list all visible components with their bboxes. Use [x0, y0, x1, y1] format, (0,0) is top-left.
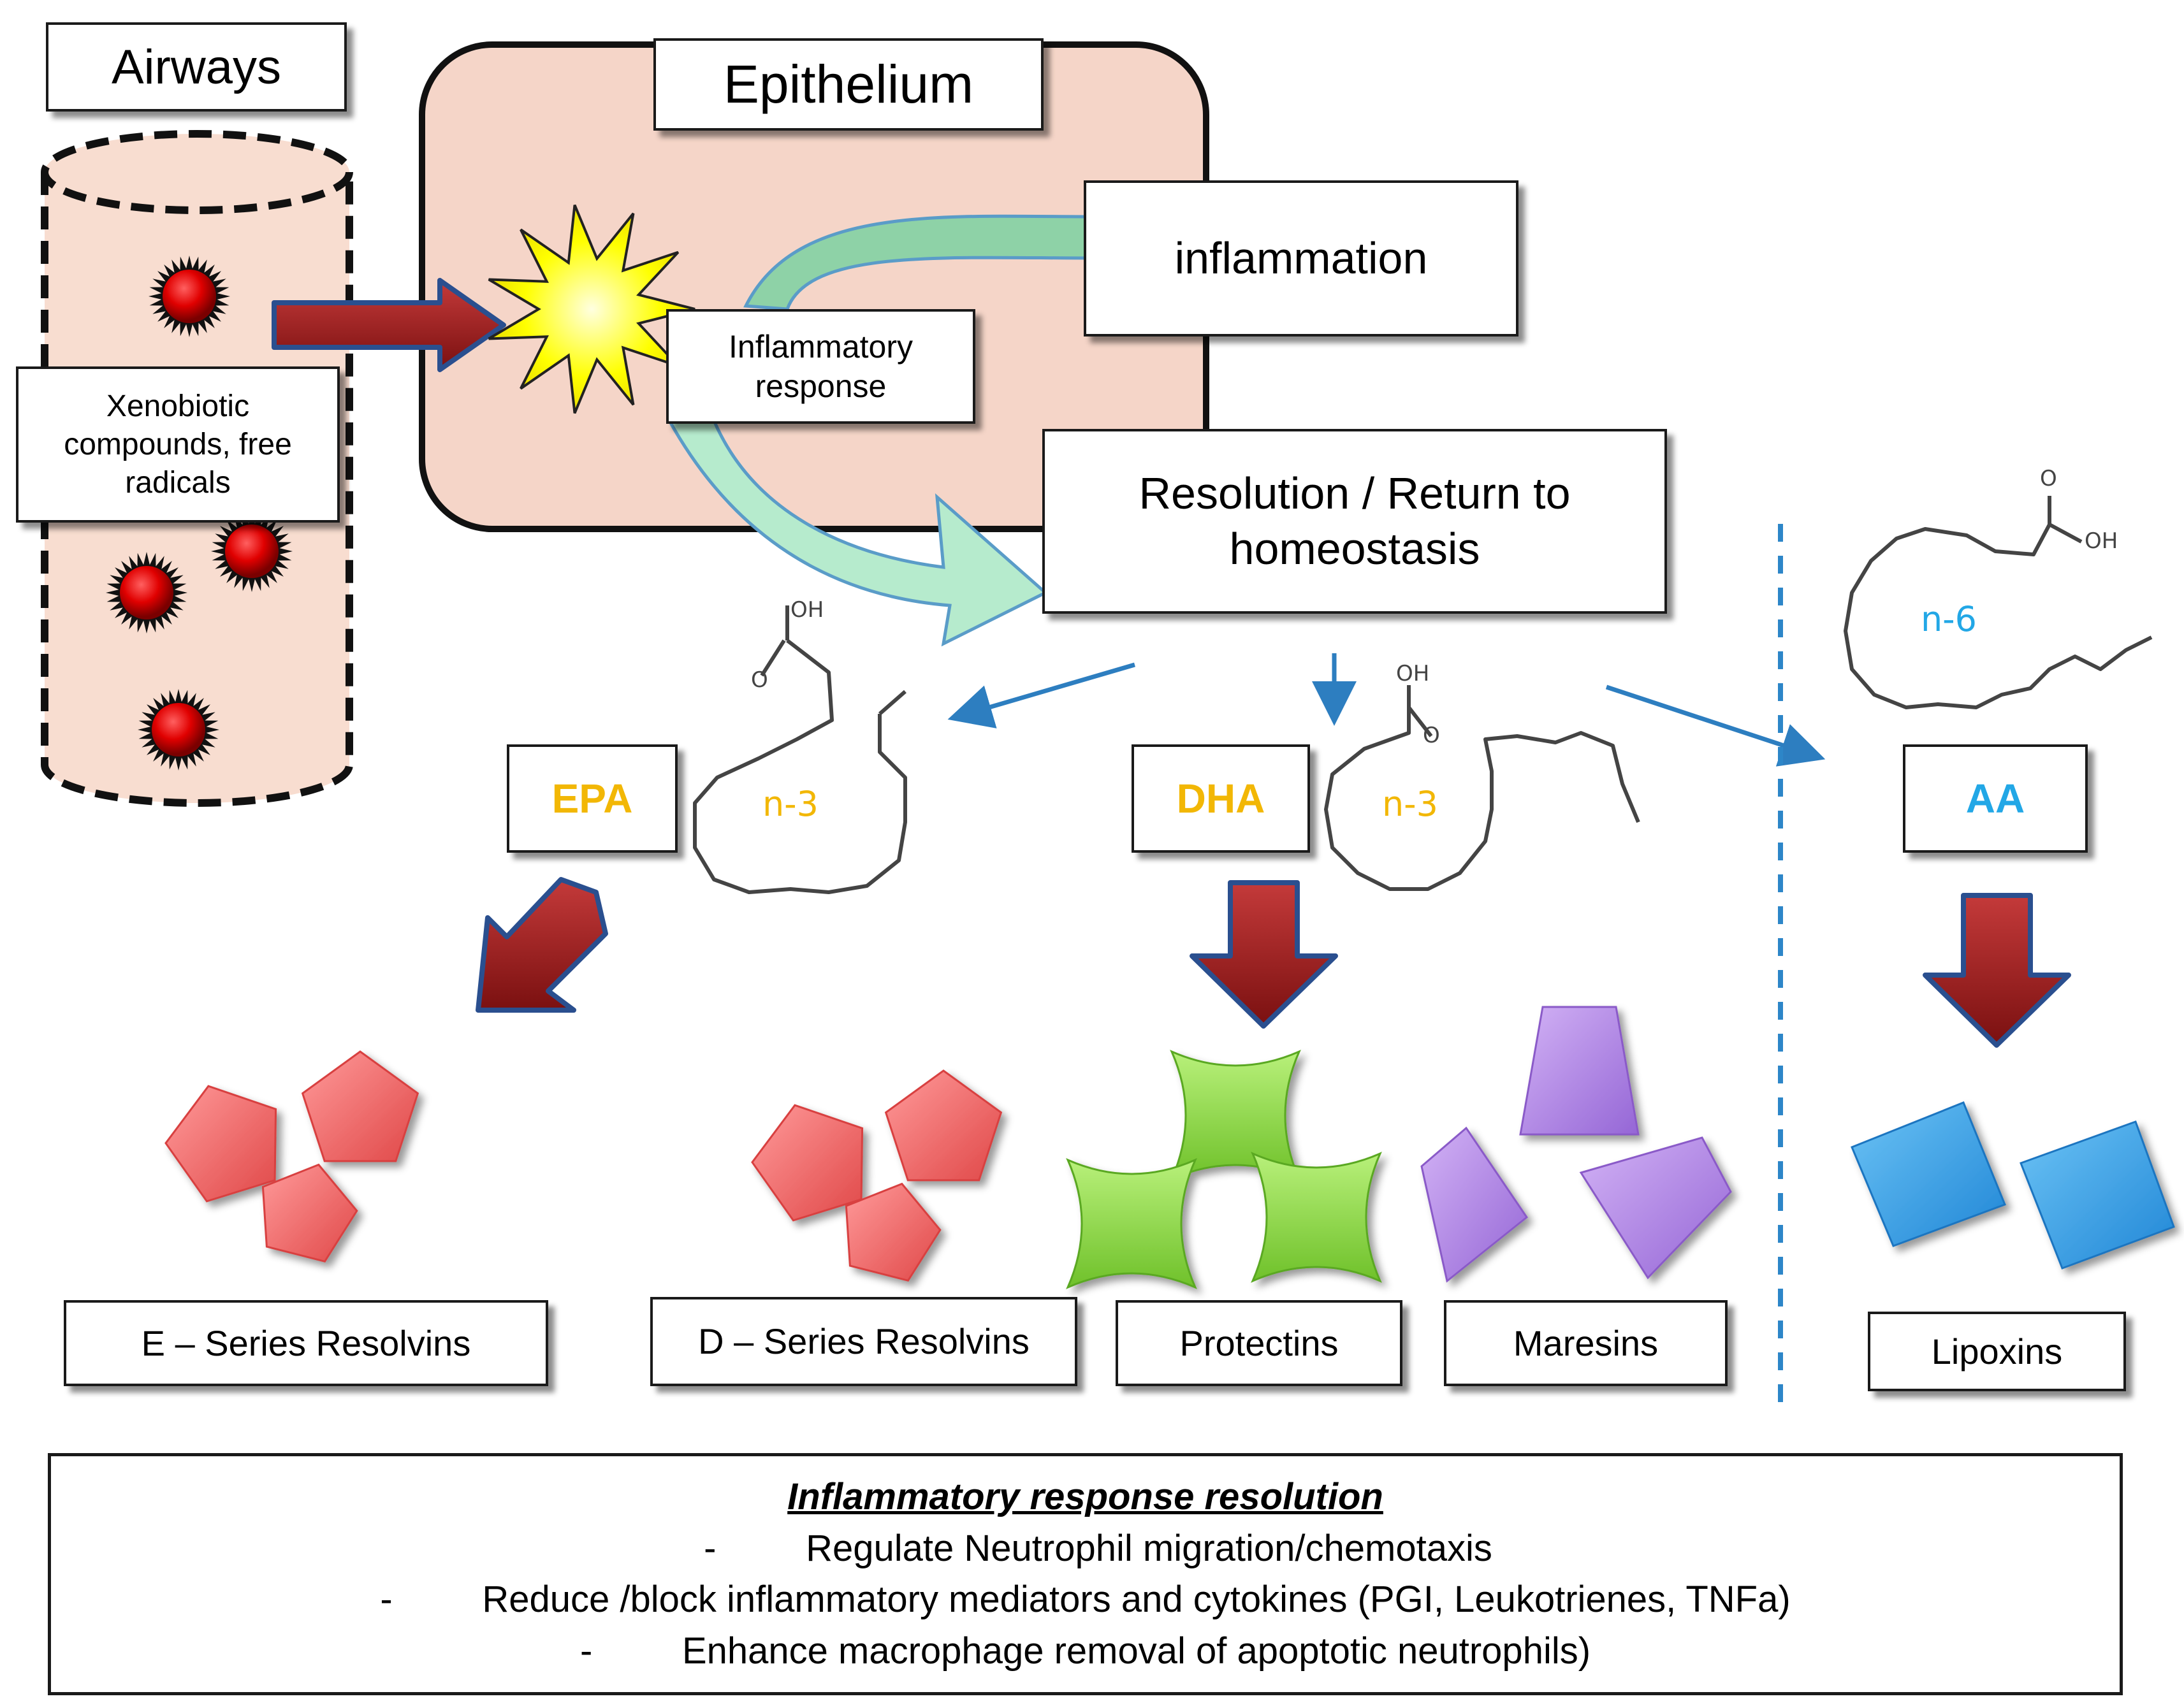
dha-structure [1324, 685, 1640, 891]
aa-label: AA [1903, 744, 2088, 853]
summary-line-3: -Enhance macrophage removal of apoptotic… [579, 1630, 1591, 1672]
free-radical-particle [225, 525, 279, 578]
free-radical-particle [163, 270, 216, 323]
epa-to-e-resolvins-arrow [476, 877, 608, 1013]
resolvin-pentagon [845, 1182, 942, 1282]
free-radical-particle [152, 703, 205, 756]
aa-family-label: n-6 [1921, 599, 1977, 639]
aa-to-lipoxins-arrow [1923, 893, 2071, 1048]
d-series-resolvins-label: D – Series Resolvins [650, 1297, 1077, 1386]
airways-title: Airways [46, 22, 347, 112]
maresins-label: Maresins [1444, 1300, 1728, 1386]
epa-label: EPA [507, 744, 678, 853]
resolvin-pentagon [884, 1069, 1003, 1182]
d-resolvin-pentagons [751, 1069, 1003, 1282]
inflammation-box: inflammation [1084, 180, 1518, 337]
resolvin-pentagon [301, 1050, 419, 1162]
dha-to-mediators-arrow [1190, 880, 1338, 1029]
aa-o-label: O [2040, 466, 2057, 491]
e-series-resolvins-label: E – Series Resolvins [64, 1300, 548, 1386]
summary-line-1: -Regulate Neutrophil migration/chemotaxi… [704, 1527, 1492, 1569]
protectin-cross [1066, 1158, 1197, 1289]
protectin-cross [1251, 1152, 1382, 1283]
pathway-arrows [947, 653, 1826, 767]
dha-family-label: n-3 [1382, 784, 1438, 824]
inflammatory-burst-icon [488, 204, 695, 414]
lipoxins-label: Lipoxins [1868, 1312, 2126, 1391]
dha-label: DHA [1132, 744, 1310, 853]
e-resolvin-pentagons [164, 1050, 419, 1263]
epithelium-title: Epithelium [653, 38, 1044, 131]
dha-o-label: O [1423, 723, 1440, 748]
epa-structure [693, 605, 907, 894]
summary-box: Inflammatory response resolution -Regula… [48, 1453, 2123, 1695]
epa-family-label: n-3 [762, 784, 819, 824]
summary-title: Inflammatory response resolution [787, 1476, 1383, 1517]
protectin-crosses [1066, 1050, 1382, 1289]
protectin-cross [1170, 1050, 1301, 1181]
green-arrow-to-resolution [666, 419, 1049, 647]
inflammatory-response-label: Inflammatory response [666, 309, 975, 424]
exposure-arrow [272, 278, 506, 372]
aa-oh-label: OH [2085, 528, 2118, 554]
epa-o-label: O [751, 667, 768, 693]
xenobiotic-label: Xenobiotic compounds, free radicals [16, 366, 340, 523]
lipoxin-squares [1851, 1101, 2175, 1270]
epa-oh-label: OH [790, 597, 824, 623]
resolution-box: Resolution / Return to homeostasis [1042, 429, 1667, 614]
dha-oh-label: OH [1396, 661, 1429, 686]
maresin-trapezoids [1420, 1006, 1732, 1283]
resolvin-pentagon [261, 1163, 358, 1263]
resolvin-pentagon [164, 1085, 277, 1203]
protectins-label: Protectins [1116, 1300, 1402, 1386]
free-radical-particles [106, 256, 293, 771]
aa-structure [1844, 496, 2153, 709]
resolvin-pentagon [751, 1104, 864, 1222]
summary-line-2: -Reduce /block inflammatory mediators an… [380, 1579, 1791, 1620]
free-radical-particle [120, 566, 173, 619]
